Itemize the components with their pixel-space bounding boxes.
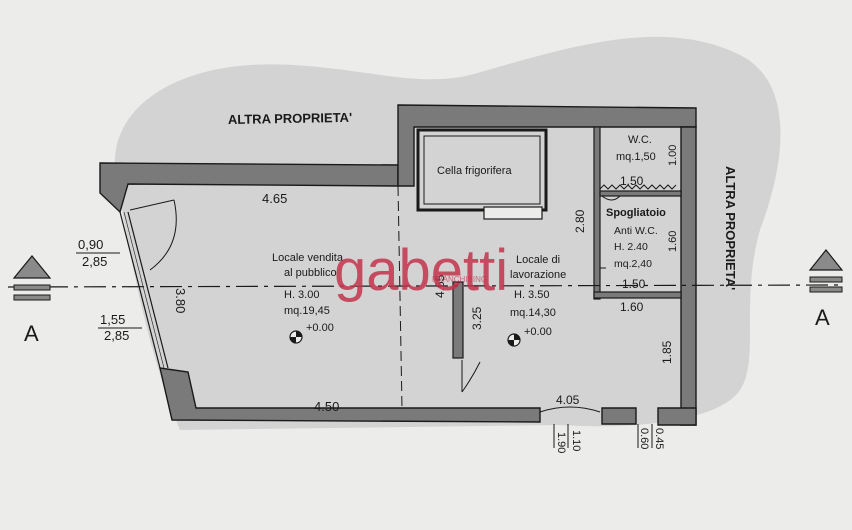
work-room-level: +0.00	[524, 326, 552, 338]
dim-wc-depth: 1.00	[667, 145, 679, 166]
work-room-height: H. 3.50	[514, 289, 549, 301]
wc-wall-left	[593, 126, 601, 300]
dim-door-lower-a: 1,55	[100, 312, 125, 327]
watermark-sub: FRANCHISING	[432, 275, 487, 284]
wall-bottom-right	[601, 407, 637, 425]
dim-bottom-b: 1.90	[555, 432, 567, 453]
work-room-name-1: Locale di	[516, 254, 560, 266]
dim-wc-width: 1.50	[620, 174, 644, 188]
changing-room-area: mq.2,40	[614, 258, 652, 270]
wc-area: mq.1,50	[616, 151, 656, 163]
section-line	[7, 284, 843, 288]
partitions	[452, 126, 682, 359]
cold-room	[416, 128, 548, 220]
dim-bottom-a: 1.10	[570, 430, 582, 451]
changing-room-height: H. 2.40	[614, 241, 648, 253]
sales-room-name-2: al pubblico	[284, 267, 337, 279]
dim-small-wall: 1.60	[620, 300, 644, 314]
wc-name: W.C.	[628, 134, 652, 146]
dim-door-upper-b: 2,85	[82, 254, 107, 269]
section-marker-right	[808, 249, 844, 293]
dim-bottom-c: 0.45	[653, 428, 665, 449]
dashed-partition	[397, 185, 403, 409]
wall-bottom-right-2	[657, 407, 697, 426]
section-marker-left	[12, 255, 52, 301]
sales-room-level: +0.00	[306, 322, 334, 334]
dim-changing-width: 1.50	[622, 277, 646, 291]
dim-left-wall: 3.80	[173, 288, 188, 313]
neighbor-right-label: ALTRA PROPRIETA'	[723, 166, 738, 290]
work-room-area: mq.14,30	[510, 307, 556, 319]
dim-interior-wall: 3.25	[470, 306, 484, 330]
level-marker-work	[507, 333, 521, 347]
watermark-logo: gabetti	[334, 238, 508, 303]
wall-right	[680, 126, 697, 426]
dim-top-left: 4.65	[262, 191, 287, 206]
level-marker-sales	[289, 330, 303, 344]
dim-bottom-right: 4.05	[556, 393, 580, 407]
sales-room-area: mq.19,45	[284, 305, 330, 317]
shadow-area	[114, 36, 781, 430]
wc-door-zigzag	[599, 184, 677, 190]
section-label-right: A	[815, 305, 830, 330]
changing-room-name-1: Spogliatoio	[606, 207, 666, 219]
dim-bottom-left: 4.50	[314, 399, 339, 414]
entrance-door	[129, 199, 177, 271]
outer-walls	[99, 104, 697, 426]
sales-room-height: H. 3.00	[284, 289, 319, 301]
sales-room-name-1: Locale vendita	[272, 252, 344, 264]
dim-right-lower: 1.85	[660, 340, 674, 364]
cold-room-name: Cella frigorifera	[437, 165, 512, 177]
bottom-dim-lines	[553, 424, 653, 448]
interior-doors	[461, 195, 621, 413]
dim-partition-vertical: 4.65	[433, 274, 447, 298]
changing-wall-bottom	[593, 291, 682, 299]
interior-wall	[452, 281, 464, 359]
dim-door-upper-a: 0,90	[78, 237, 103, 252]
neighbor-top-label: ALTRA PROPRIETA'	[228, 110, 352, 127]
dim-changing-depth: 1.60	[667, 231, 679, 252]
work-room-name-2: lavorazione	[510, 269, 566, 281]
dim-door-lower-b: 2,85	[104, 328, 129, 343]
wc-wall-mid	[599, 190, 682, 197]
dim-cold-room-side: 2.80	[573, 209, 587, 233]
changing-room-name-2: Anti W.C.	[614, 225, 658, 237]
dim-bottom-d: 0.60	[638, 428, 650, 449]
left-facade	[119, 211, 169, 369]
section-label-left: A	[24, 321, 39, 346]
